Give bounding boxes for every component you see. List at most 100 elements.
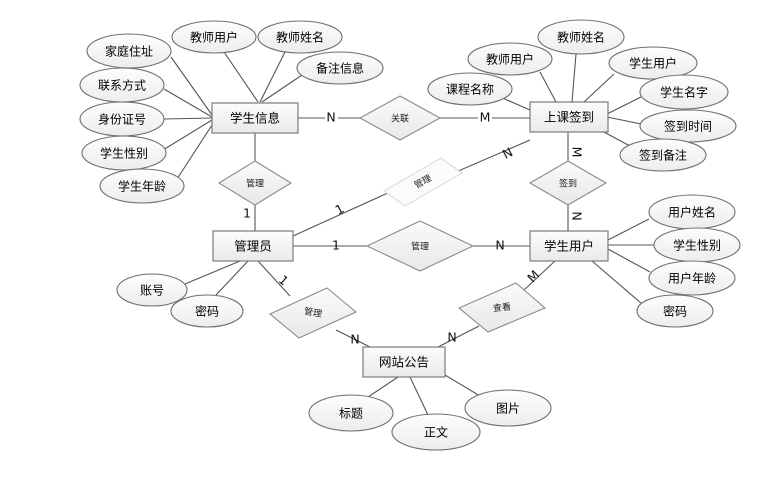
attribute-signin-time-label: 签到时间 [664,119,712,134]
connector-signin-student-name [606,96,642,115]
entity-student-user[interactable] [529,230,609,262]
connector-admin-to-manage-signin [292,191,391,237]
attribute-student-name[interactable] [639,74,729,110]
attribute-teacher-user-student-label: 教师用户 [190,30,238,45]
connector-signin-teacher-user [539,71,557,103]
attribute-remark-info-label: 备注信息 [316,61,364,76]
connector-manage-notice-to-notice [335,329,371,348]
connector-student-home-address [170,56,213,116]
attribute-account[interactable] [116,273,188,307]
attribute-signin-remark-label: 签到备注 [639,148,687,163]
connector-admin-account [184,260,241,285]
connector-user-age [607,248,651,273]
attribute-home-address-label: 家庭住址 [105,44,153,59]
cardinality-signin-bottom: N [570,211,585,220]
attribute-notice-body-label: 正文 [424,425,448,440]
connector-student-id-number [163,117,213,120]
connector-signin-student-user [583,73,615,103]
entity-student-info-label: 学生信息 [230,111,280,126]
attribute-password-admin[interactable] [170,294,244,328]
relationship-view-notice-label: 查看 [492,301,511,315]
relationship-signin[interactable] [528,160,608,206]
attribute-teacher-user-signin-label: 教师用户 [486,52,534,67]
relationship-layer: 关联 管理 管理 签到 管理 管理 查看 [217,95,608,339]
cardinality-student-guanlian: N [326,110,335,125]
relationship-manage-student-label: 管理 [246,178,264,190]
connector-signin-remark [601,130,631,147]
attribute-teacher-name-signin[interactable] [537,19,625,55]
entity-site-notice-label: 网站公告 [379,355,429,370]
relationship-manage-notice-label: 管理 [303,305,323,320]
attribute-user-gender-label: 学生性别 [673,238,721,253]
connector-notice-body [409,376,429,416]
relationship-view-notice[interactable] [457,282,547,333]
attribute-student-user-signin-label: 学生用户 [629,56,677,71]
attribute-user-age[interactable] [648,260,736,296]
attribute-teacher-name-signin-label: 教师姓名 [557,30,605,45]
cardinality-admin-manage-signin: 1 [332,201,346,218]
attribute-student-gender[interactable] [81,135,167,171]
entity-layer: 学生信息 上课签到 管理员 学生用户 网站公告 [211,101,609,378]
attribute-notice-title[interactable] [308,394,394,432]
connector-student-teacher-name [259,51,286,103]
connector-student-remark-info [261,74,303,103]
relationship-manage-student[interactable] [217,160,293,206]
attribute-student-user-signin[interactable] [608,46,698,80]
cardinality-admin-notice: 1 [276,272,292,289]
attribute-notice-image[interactable] [464,389,552,427]
attribute-user-age-label: 用户年龄 [668,271,716,286]
connector-user-to-view [523,260,556,291]
entity-student-user-label: 学生用户 [544,239,594,254]
connector-student-teacher-user [223,51,259,103]
cardinality-signin-top: M [570,147,585,158]
connector-user-password [591,260,642,304]
attribute-notice-body[interactable] [391,413,481,451]
connector-admin-to-manage-notice [257,260,291,297]
attribute-teacher-name-student[interactable] [257,20,343,54]
attribute-notice-title-label: 标题 [339,407,363,421]
relationship-guanlian[interactable] [358,95,442,141]
entity-class-signin[interactable] [529,101,609,133]
relationship-manage-user[interactable] [365,220,475,272]
relationship-manage-user-label: 管理 [411,241,429,253]
connector-user-name [607,218,650,241]
attribute-student-name-label: 学生名字 [660,85,708,100]
connector-layer [162,51,654,416]
cardinality-manage-user: N [495,238,504,253]
entity-site-notice[interactable] [362,346,446,378]
attribute-account-label: 账号 [140,284,164,298]
attribute-teacher-user-student[interactable] [171,20,257,54]
attribute-course-name-label: 课程名称 [446,82,494,97]
cardinality-guanlian-signin: M [480,110,491,125]
entity-class-signin-label: 上课签到 [544,110,594,125]
attribute-student-gender-label: 学生性别 [100,146,148,161]
attribute-course-name[interactable] [427,72,513,106]
attribute-password-user[interactable] [636,294,714,328]
relationship-signin-label: 签到 [559,178,577,190]
relationship-guanlian-label: 关联 [391,113,409,125]
relationship-manage-signin[interactable] [382,157,464,207]
cardinality-user-view: M [524,267,542,285]
relationship-manage-notice[interactable] [268,287,358,339]
attribute-id-number-label: 身份证号 [98,112,146,127]
entity-admin[interactable] [212,230,294,262]
connector-signin-time [606,116,642,125]
entity-admin-label: 管理员 [234,239,272,254]
cardinality-notice-left: N [350,332,359,347]
attribute-student-age[interactable] [99,168,185,204]
attribute-signin-remark[interactable] [619,138,707,172]
connector-signin-teacher-name [571,53,577,103]
attribute-student-age-label: 学生年龄 [118,179,166,194]
attribute-remark-info[interactable] [296,51,384,85]
attribute-notice-image-label: 图片 [496,402,520,416]
attribute-user-name-label: 用户姓名 [668,205,716,220]
connector-student-contact [163,88,213,118]
connector-admin-password [215,260,249,296]
connector-student-gender [162,119,213,151]
entity-student-info[interactable] [211,102,299,134]
attribute-password-user-label: 密码 [663,304,687,319]
attribute-teacher-user-signin[interactable] [467,42,553,76]
cardinality-student-manage: 1 [243,206,251,221]
attribute-password-admin-label: 密码 [195,304,219,319]
